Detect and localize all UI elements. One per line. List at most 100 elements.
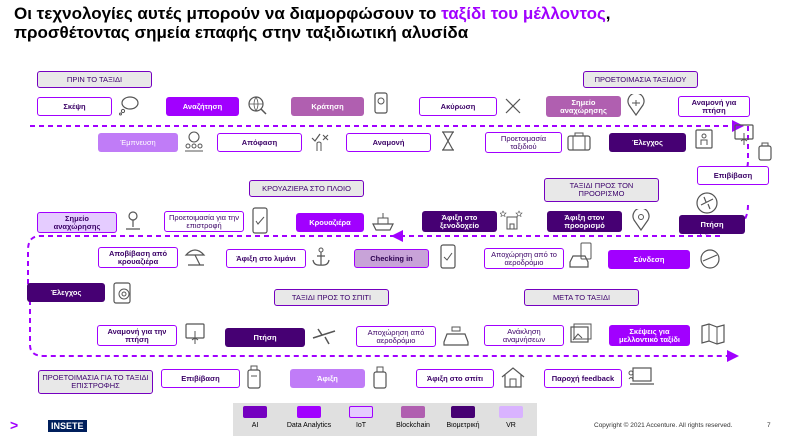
legend-swatch [297, 406, 321, 418]
step-disembark: Αποβίβαση από κρουαζιέρα [98, 247, 178, 268]
house-icon [500, 365, 526, 389]
globe-plane-icon [698, 247, 722, 271]
step-depart-airport-2: Αποχώρηση από αεροδρόμιο [356, 326, 436, 347]
step-arrival-hotel: Άφιξη στο ξενοδοχείο [422, 211, 497, 232]
legend-label: AI [251, 422, 259, 429]
bag-tag-icon [245, 364, 263, 390]
cross-icon [502, 95, 524, 117]
step-thought: Σκέψη [37, 97, 112, 116]
legend-swatch [401, 406, 425, 418]
beach-umbrella-icon [184, 245, 206, 267]
security-scanner-icon [693, 128, 715, 150]
hotel-stars-icon [499, 207, 524, 231]
page-number: 7 [767, 422, 771, 429]
step-wait-flight-2: Αναμονή για την πτήση [97, 325, 177, 346]
laptop-feedback-icon [627, 365, 655, 389]
step-check-1: Έλεγχος [609, 133, 686, 152]
legend-ai: AI [225, 406, 285, 429]
step-search: Αναζήτηση [166, 97, 239, 116]
title-line1-end: , [605, 4, 611, 23]
phase-trip-home: ΤΑΞΙΔΙ ΠΡΟΣ ΤΟ ΣΠΙΤΙ [274, 289, 389, 306]
step-return-prep: Προετοιμασία για την επιστροφή [164, 211, 244, 232]
step-thoughts-future: Σκέψεις για μελλοντικό ταξίδι [609, 325, 690, 346]
step-meeting-point-2: Σημείο αναχώρησης [37, 212, 117, 233]
phase-after-trip: ΜΕΤΑ ΤΟ ΤΑΞΙΔΙ [524, 289, 639, 306]
legend-label: Blockchain [396, 422, 430, 429]
title-line1: Οι τεχνολογίες αυτές μπορούν να διαμορφώ… [14, 4, 442, 23]
map-icon [700, 322, 726, 346]
step-check-2: Έλεγχος [27, 283, 105, 302]
step-meeting-point-1: Σημείο αναχώρησης [546, 96, 621, 117]
step-arrive-port: Άφιξη στο λιμάνι [226, 249, 306, 268]
step-booking: Κράτηση [291, 97, 364, 116]
accenture-arrow-icon: > [10, 417, 19, 433]
car-phone-icon [568, 242, 594, 270]
phone-check-icon [438, 244, 458, 270]
step-checkin: Checking in [354, 249, 429, 268]
photo-gallery-icon [569, 322, 593, 346]
step-arrive-home: Άφιξη στο σπίτι [416, 369, 494, 388]
step-flight-1: Πτήση [679, 215, 745, 234]
step-arrival: Άφιξη [290, 369, 365, 388]
legend-swatch [243, 406, 267, 418]
legend-data-analytics: Data Analytics [279, 406, 339, 429]
step-recall-memories: Ανάκληση αναμνήσεων [484, 325, 564, 346]
legend-label: IoT [355, 422, 367, 429]
title-highlight: ταξίδι του μέλλοντος [441, 4, 606, 23]
step-connection: Σύνδεση [608, 250, 690, 269]
bag-icon [371, 364, 389, 390]
step-boarding-2: Επιβίβαση [161, 369, 240, 388]
anchor-icon [310, 246, 332, 268]
step-flight-2: Πτήση [225, 328, 305, 347]
plane-circle-icon [694, 190, 720, 216]
title-line2: προσθέτοντας σημεία επαφής στην ταξιδιωτ… [14, 23, 469, 42]
map-pin-plane-icon [625, 92, 647, 117]
step-depart-airport-1: Αποχώρηση από το αεροδρόμιο [484, 248, 564, 269]
page-title: Οι τεχνολογίες αυτές μπορούν να διαμορφώ… [14, 4, 784, 42]
legend-biometric: Βιομετρική [433, 406, 493, 429]
phase-before-trip: ΠΡΙΝ ΤΟ ΤΑΞΙΔΙ [37, 71, 152, 88]
ship-icon [371, 210, 395, 232]
legend-vr: VR [481, 406, 541, 429]
phase-return-prep: ΠΡΟΕΤΟΙΜΑΣΙΑ ΓΙΑ ΤΟ ΤΑΞΙΔΙ ΕΠΙΣΤΡΟΦΗΣ [38, 370, 153, 394]
legend-iot: IoT [331, 406, 391, 429]
taxi-icon [442, 324, 470, 346]
phone-hand-icon [182, 322, 208, 346]
copyright: Copyright © 2021 Accenture. All rights r… [594, 422, 733, 429]
step-trip-prep: Προετοιμασία ταξιδιού [485, 132, 562, 153]
legend-swatch [499, 406, 523, 418]
luggage-icon [566, 130, 592, 152]
phone-location-icon [370, 92, 392, 114]
touch-screen-icon [732, 123, 756, 147]
step-wait: Αναμονή [346, 133, 431, 152]
phone-icon [248, 207, 272, 235]
legend-blockchain: Blockchain [383, 406, 443, 429]
legend-swatch [349, 406, 373, 418]
airplane-icon [311, 325, 337, 347]
thought-bubble-icon [118, 94, 140, 116]
step-arrival-destination: Άφιξη στον προορισμό [547, 211, 622, 232]
legend-label: Data Analytics [286, 422, 332, 429]
step-boarding-1: Επιβίβαση [697, 166, 769, 185]
legend: AI Data Analytics IoT Blockchain Βιομετρ… [233, 403, 537, 436]
fingerprint-phone-icon [111, 281, 135, 305]
globe-search-icon [246, 94, 268, 116]
step-cancel: Ακύρωση [419, 97, 497, 116]
legend-label: Βιομετρική [446, 422, 480, 429]
step-feedback: Παροχή feedback [544, 369, 622, 388]
step-inspiration: Έμπνευση [98, 133, 178, 152]
pin-icon [122, 209, 144, 231]
hand-check-icon [309, 130, 331, 152]
suitcase-icon [757, 140, 773, 162]
globe-people-icon [183, 130, 205, 152]
legend-swatch [451, 406, 475, 418]
phase-cruise: ΚΡΟΥΑΖΙΕΡΑ ΣΤΟ ΠΛΟΙΟ [249, 180, 364, 197]
location-pin-icon [630, 207, 652, 232]
phase-trip-prep: ΠΡΟΕΤΟΙΜΑΣΙΑ ΤΑΞΙΔΙΟΥ [583, 71, 698, 88]
step-cruise: Κρουαζιέρα [296, 213, 364, 232]
insete-logo: INSETE [48, 420, 87, 432]
legend-label: VR [506, 422, 516, 429]
phase-trip-to-destination: ΤΑΞΙΔΙ ΠΡΟΣ ΤΟΝ ΠΡΟΟΡΙΣΜΟ [544, 178, 659, 202]
step-wait-flight-1: Αναμονή για πτήση [678, 96, 750, 117]
hourglass-icon [437, 130, 459, 152]
